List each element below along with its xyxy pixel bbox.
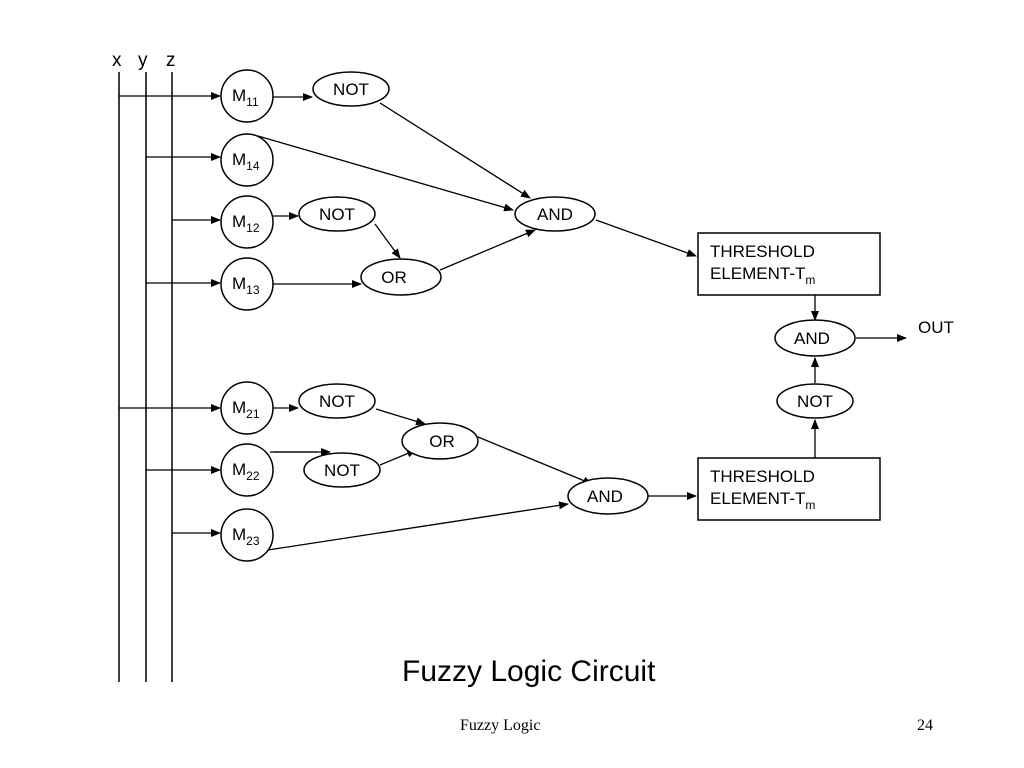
threshold-element-2 [697,457,881,521]
gate-not-out-label: NOT [797,392,833,411]
wire-not-or1 [374,223,401,259]
gate-not-2-label: NOT [319,205,355,224]
threshold-1-line1: THRESHOLD [710,242,815,261]
gate-and-1-label: AND [537,205,573,224]
gate-not-4 [303,452,381,488]
membership-node-m11 [220,69,274,123]
gate-or-1 [360,258,442,296]
gate-and-2-label: AND [587,487,623,506]
wire-or1-and1 [439,229,536,271]
membership-label-m14: M14 [232,150,260,173]
output-label: OUT [918,318,954,337]
gate-and-out-label: AND [794,329,830,348]
membership-label-m23: M23 [232,525,260,548]
diagram-title: Fuzzy Logic Circuit [402,655,656,688]
membership-label-m22: M22 [232,460,260,483]
gate-and-out [774,319,856,357]
membership-label-m21: M21 [232,398,260,421]
page-number: 24 [917,717,933,734]
gate-not-3-label: NOT [319,392,355,411]
membership-node-m13 [220,257,274,311]
wire-not-and1 [379,102,531,199]
gate-and-1 [514,196,596,232]
membership-node-m14 [220,133,274,187]
membership-label-m13: M13 [232,274,260,297]
threshold-element-1 [697,232,881,296]
gate-or-1-label: OR [381,268,407,287]
gate-not-4-label: NOT [324,461,360,480]
membership-label-m11: M11 [232,86,259,109]
threshold-2-line1: THRESHOLD [710,467,815,486]
gate-not-out [776,383,854,419]
membership-node-m21 [220,381,274,435]
input-label-x: x [112,50,122,71]
threshold-1-line2: ELEMENT-Tm [710,264,815,287]
footer-title: Fuzzy Logic [460,717,541,734]
input-label-y: y [138,50,148,71]
threshold-2-line2: ELEMENT-Tm [710,489,815,512]
input-label-z: z [166,50,176,71]
gate-not-1 [312,71,390,107]
connections [119,92,907,551]
wire-not-or2 [375,408,426,426]
membership-node-m23 [220,508,274,562]
gate-not-3 [298,383,376,419]
wire-m23-and2 [267,501,569,551]
membership-label-m12: M12 [232,212,260,235]
membership-node-m22 [220,443,274,497]
wire-or2-and2 [477,436,593,485]
gate-not-1-label: NOT [333,80,369,99]
membership-node-m12 [220,195,274,249]
gate-or-2 [401,422,479,460]
gate-not-2 [298,196,376,232]
wire-and1-threshold1 [595,219,697,257]
gate-and-2 [567,477,649,515]
gate-or-2-label: OR [429,432,455,451]
wire-m14-and1 [257,135,514,212]
